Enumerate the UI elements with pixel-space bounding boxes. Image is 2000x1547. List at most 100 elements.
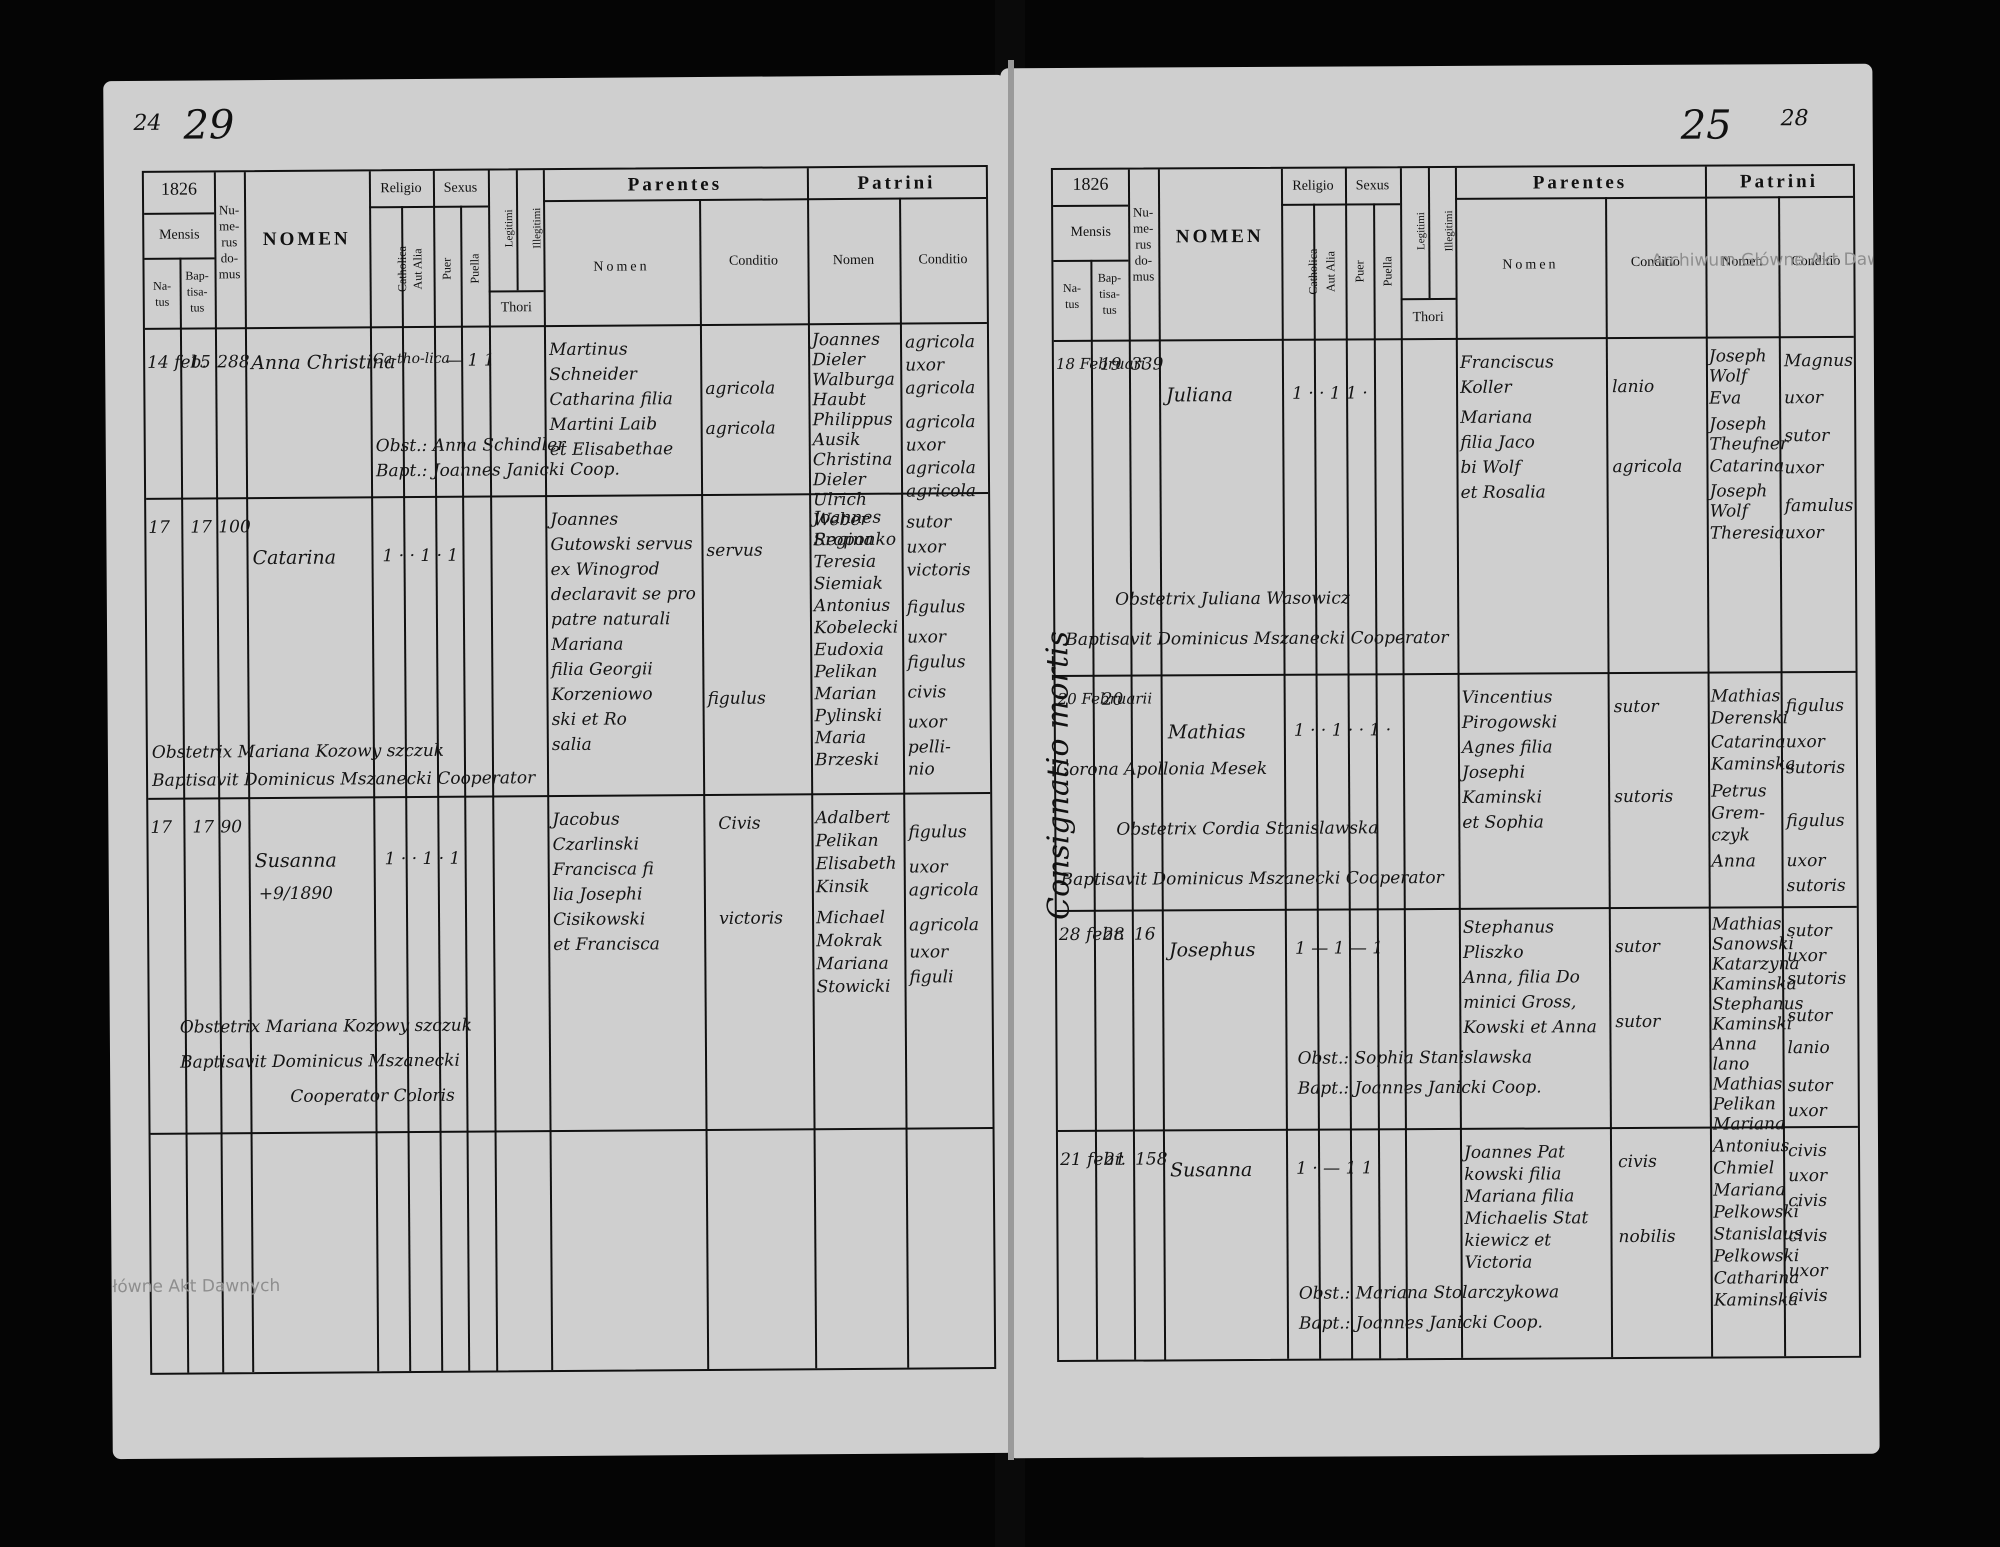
entry-note: Bapt.: Joannes Janicki Coop. (375, 459, 620, 482)
entry-parent-line: Stephanus (1462, 917, 1555, 938)
header-legitimi: Legitimi (503, 209, 516, 248)
entry-patrinus: Walburga (812, 369, 895, 391)
entry-patrinus: Marian (814, 683, 877, 705)
page-number-right: 25 (1680, 102, 1732, 149)
entry-patrinus-conditio: agricola (905, 458, 976, 479)
entry-patrinus: Philippus (812, 409, 893, 431)
entry-note: Baptisavit Dominicus Mszanecki Cooperato… (1065, 627, 1449, 650)
entry-parent-line: salia (551, 734, 592, 756)
entry-patrinus-conditio: sutoris (1785, 757, 1846, 779)
entry-patrinus: Joseph (1708, 346, 1767, 367)
register-table-right: 1826 Mensis Na- tus Bap- tisa- tus Nu- m… (1050, 163, 1862, 1363)
entry-patrinus: Anna (1712, 1034, 1757, 1055)
entry-patrinus: Catarina (1709, 456, 1785, 477)
entry-note: Bapt.: Joannes Janicki Coop. (1298, 1312, 1543, 1334)
entry-patrinus-conditio: figuli (909, 967, 954, 988)
entry-patrinus: Joseph (1709, 414, 1767, 435)
entry-patrinus-conditio: uxor (1784, 457, 1824, 479)
right-entry-4: 21 febr. 21 158 Susanna 1 · — 1 1 Joanne… (1060, 1136, 1828, 1334)
entry-note: Obst.: Mariana Stolarczykowa (1298, 1282, 1560, 1304)
entry-parent-line: Mariana filia (1464, 1186, 1575, 1207)
entry-parent-line: et Elisabethae (549, 439, 674, 461)
entry-note: Baptisavit Dominicus Mszanecki (179, 1050, 460, 1073)
entry-patrinus: Joseph (1709, 481, 1768, 502)
entry-patrinus-conditio: famulus (1784, 495, 1854, 517)
entry-patrinus: Pelkowski (1713, 1202, 1800, 1223)
entry-parent-line: Joannes (550, 509, 619, 531)
entry-baptisatus: 17 (192, 817, 215, 838)
entry-patrinus: Wolf (1708, 366, 1748, 387)
entry-note: Bapt.: Joannes Janicki Coop. (1297, 1077, 1542, 1099)
entry-patrinus: Petrus (1711, 781, 1767, 802)
entry-patrinus: czyk (1711, 825, 1750, 846)
header-patrini-conditio: Conditio (918, 252, 968, 268)
entry-patrinus: Mathias (1711, 914, 1782, 935)
entry-patrinus-conditio: sutoris (1787, 968, 1847, 990)
header-illegitimi: Illegitimi (1443, 210, 1456, 252)
entry-patrinus: Pylinski (814, 705, 883, 727)
header-aut-alia: Aut Alia (1323, 251, 1338, 293)
entry-parent-line: Koller (1459, 377, 1512, 398)
header-parentes: Parentes (627, 173, 723, 196)
entry-patrinus-conditio: lanio (1787, 1037, 1830, 1059)
entry-note: Obst.: Sophia Stanislawska (1297, 1047, 1533, 1069)
entry-nomen: Susanna (1170, 1158, 1253, 1182)
entry-parent-line: Joannes Pat (1463, 1142, 1566, 1163)
header-numerus-domus: Nu- me- rus do- mus (218, 202, 241, 282)
entry-patrinus-conditio: agricola (905, 378, 976, 399)
entry-patrinus-conditio: sutor (1787, 1005, 1833, 1027)
entry-parent-line: minici Gross, (1463, 992, 1577, 1013)
entry-patrinus-conditio: uxor (907, 712, 947, 733)
entry-patrinus: Antonius (813, 595, 891, 617)
entry-baptisatus: 15 (189, 352, 211, 373)
entry-nomen: Josephus (1168, 938, 1256, 962)
entry-patrinus-conditio: civis (907, 682, 947, 703)
header-puella: Puella (467, 253, 482, 284)
header-patrini: Patrini (857, 172, 936, 194)
entry-patrinus-conditio: civis (1788, 1190, 1828, 1212)
entry-patrinus: Ausik (812, 429, 861, 451)
entry-patrinus-conditio: nio (907, 759, 935, 780)
entry-baptisatus: 21 (1104, 1149, 1126, 1170)
entry-patrinus: Joannes (811, 329, 880, 351)
header-parentes-nomen: Nomen (593, 259, 650, 275)
entry-patrinus-conditio: uxor (909, 942, 949, 963)
entry-parent-line: et Sophia (1462, 812, 1544, 833)
entry-note: Baptisavit Dominicus Mszanecki Cooperato… (1060, 867, 1444, 890)
entry-patrinus: Mathias (1710, 686, 1781, 707)
header-mensis: Mensis (158, 227, 200, 243)
entry-parent-line: et Francisca (553, 934, 660, 956)
entry-patrinus-conditio: civis (1788, 1225, 1828, 1247)
entry-patrinus: Michael (815, 907, 886, 929)
entry-patrinus-conditio: uxor (1784, 522, 1824, 544)
header-thori: Thori (500, 300, 532, 316)
entry-patrinus-conditio: sutor (1786, 920, 1832, 942)
entry-patrinus: Adalbert (815, 807, 891, 829)
entry-domus: 288 (217, 352, 250, 373)
entry-parent-line: Vincentius (1461, 687, 1553, 708)
header-nomen: NOMEN (1175, 225, 1264, 248)
entry-patrinus-conditio: agricola (909, 915, 980, 936)
page-number-left-small: 24 (133, 110, 162, 136)
entry-parent-line: Francisca fi (552, 859, 654, 881)
entry-patrinus: Pelikan (814, 661, 878, 683)
header-patrini: Patrini (1739, 171, 1819, 193)
entry-patrinus: Catarina (1710, 732, 1786, 753)
header-nomen: NOMEN (262, 228, 351, 251)
entry-patrinus: Kaminska (1713, 1290, 1799, 1311)
entry-patrinus: Theufner (1709, 434, 1789, 455)
entry-patrinus: Kaminska (1710, 754, 1796, 775)
margin-note: Consignatio mortis (1040, 630, 1077, 921)
entry-conditio: nobilis (1618, 1226, 1676, 1248)
entry-nomen: Juliana (1166, 384, 1234, 407)
entry-patrinus: Grem- (1711, 803, 1765, 824)
entry-patrinus-conditio: civis (1788, 1285, 1828, 1307)
entry-patrinus-conditio: sutor (1784, 425, 1830, 447)
entry-patrinus-conditio: figulus (907, 652, 966, 673)
entry-patrinus: Haubt (812, 389, 867, 411)
entry-parent-line: Cisikowski (552, 909, 646, 931)
entry-parent-line: bi Wolf (1460, 457, 1521, 478)
entry-patrinus: Wolf (1709, 501, 1749, 522)
entry-patrinus-conditio: figulus (1785, 695, 1845, 717)
entry-patrinus-conditio: agricola (908, 880, 979, 901)
